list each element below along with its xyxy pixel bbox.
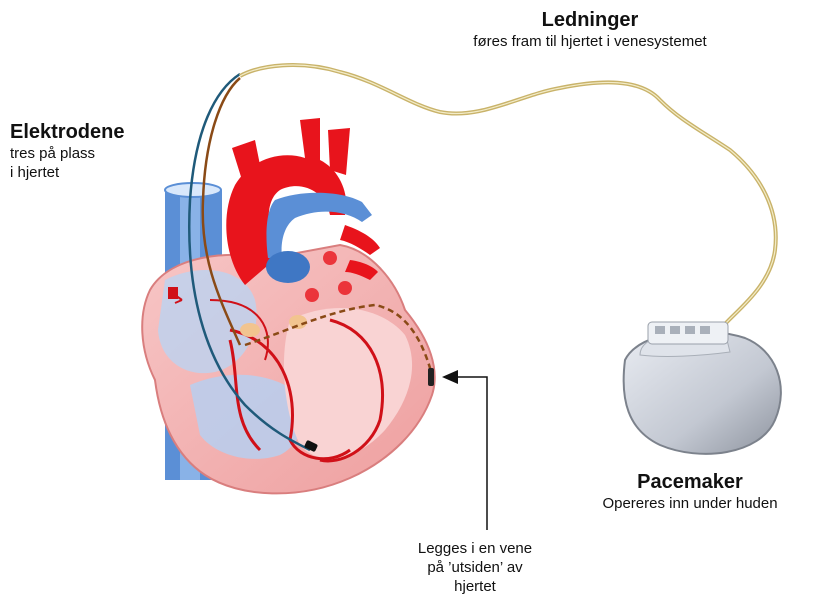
pointer-arrow (442, 370, 487, 530)
pacemaker-device (624, 322, 781, 454)
label-vene: Legges i en vene på ’utsiden’ av hjertet (365, 540, 585, 596)
label-vene-line2: på ’utsiden’ av (365, 559, 585, 578)
label-elektrodene: Elektrodene tres på plass i hjertet (10, 120, 210, 183)
label-ledninger: Ledninger føres fram til hjertet i venes… (380, 8, 800, 52)
label-elektrodene-title: Elektrodene (10, 120, 210, 145)
label-elektrodene-line2: i hjertet (10, 164, 210, 183)
label-vene-line1: Legges i en vene (365, 540, 585, 559)
coronary-sinus-electrode-tip (428, 368, 434, 386)
label-ledninger-subtitle: føres fram til hjertet i venesystemet (380, 33, 800, 52)
label-pacemaker: Pacemaker Opereres inn under huden (560, 470, 820, 514)
label-pacemaker-subtitle: Opereres inn under huden (560, 495, 820, 514)
label-vene-line3: hjertet (365, 578, 585, 597)
label-pacemaker-title: Pacemaker (560, 470, 820, 495)
label-elektrodene-line1: tres på plass (10, 145, 210, 164)
label-ledninger-title: Ledninger (380, 8, 800, 33)
